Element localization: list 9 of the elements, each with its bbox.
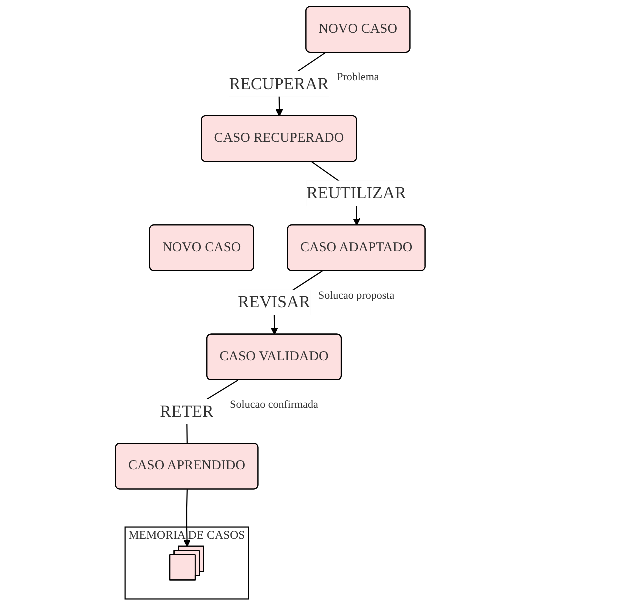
node-label: Problema xyxy=(337,70,380,83)
node-label: Solucao confirmada xyxy=(230,398,318,410)
edge-label: RETER xyxy=(160,402,214,422)
edge-label: REUTILIZAR xyxy=(306,184,406,203)
edge-label: REVISAR xyxy=(238,293,311,312)
node-label: Solucao proposta xyxy=(318,288,395,302)
edge-label: RECUPERAR xyxy=(229,74,330,94)
arrow xyxy=(184,490,191,548)
cluster: MEMORIA DE CASOS xyxy=(124,526,250,600)
